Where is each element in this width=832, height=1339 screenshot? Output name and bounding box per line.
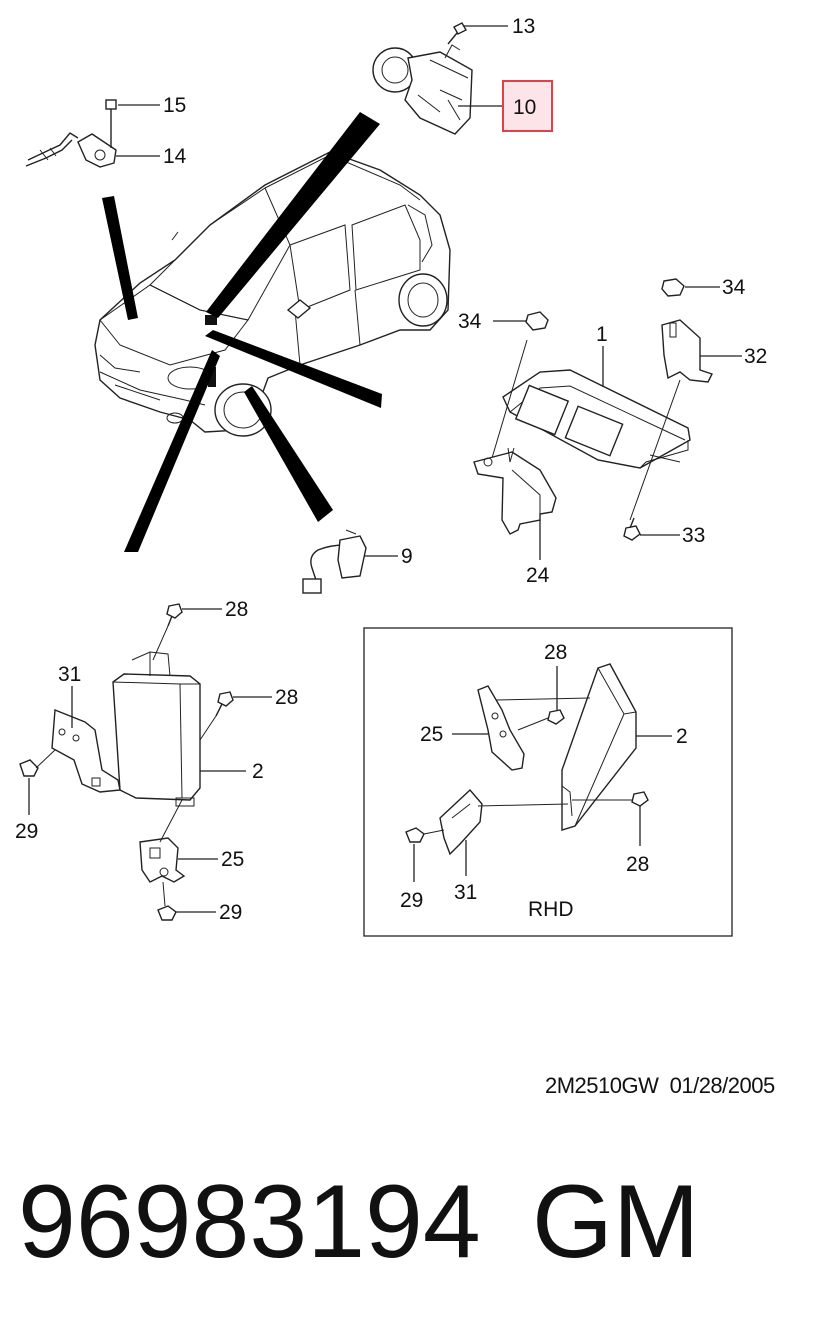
callout-31-lhd: 31 [58, 663, 81, 686]
callout-2-lhd: 2 [252, 760, 264, 783]
brand-label: GM [532, 1164, 700, 1280]
pointer-wedge-switch [244, 386, 333, 522]
pointer-wedge-module [124, 350, 220, 552]
callout-29-rhd: 29 [400, 889, 423, 912]
pointer-wedge-ecm [205, 330, 382, 408]
callout-29-lhd-bottom: 29 [219, 901, 242, 924]
callout-29-lhd-left: 29 [15, 820, 38, 843]
callout-28-rhd-right: 28 [626, 853, 649, 876]
callout-10: 10 [513, 96, 536, 119]
callout-28-rhd-top: 28 [544, 641, 567, 664]
callout-32: 32 [744, 345, 767, 368]
part-31-bracket-lhd-drawing [51, 708, 121, 793]
part-29-nut-rhd-drawing [405, 827, 425, 843]
car-illustration [94, 151, 451, 437]
part-2-module-rhd-drawing [561, 663, 637, 831]
part-28-screw-side-drawing [215, 691, 234, 717]
part-28-screw-rhd-right-drawing [631, 791, 649, 807]
pointer-wedge-coil [206, 112, 380, 318]
part-29-nut-bottom-drawing [157, 905, 177, 921]
part-31-bracket-rhd-drawing [439, 788, 483, 856]
part-9-switch-drawing [302, 529, 367, 594]
part-33-screw-drawing [623, 517, 641, 541]
part-1-ecm-drawing [502, 369, 691, 469]
part-10-coil-drawing [372, 44, 473, 135]
callout-28-b: 28 [275, 686, 298, 709]
part-14-sensor-drawing [25, 132, 117, 168]
callout-15: 15 [163, 94, 186, 117]
part-28-screw-top-drawing [166, 603, 183, 627]
part-29-nut-left-drawing [19, 759, 39, 777]
callout-14: 14 [163, 145, 187, 168]
part-25-bracket-lhd-drawing [139, 837, 186, 883]
part-34-nut-left-drawing [525, 311, 549, 331]
callout-31-rhd: 31 [454, 881, 477, 904]
callout-25-rhd: 25 [420, 723, 443, 746]
part-24-bracket-drawing [473, 447, 557, 535]
part-25-bracket-rhd-drawing [477, 685, 525, 771]
callout-33: 33 [682, 524, 705, 547]
callout-9: 9 [401, 545, 413, 568]
part-15-bolt-drawing [105, 99, 117, 148]
callout-1: 1 [596, 323, 608, 346]
callout-28-a: 28 [225, 598, 248, 621]
part-34-nut-right-drawing [661, 278, 685, 297]
rhd-label: RHD [528, 898, 574, 921]
drawing-reference-code: 2M2510GW 01/28/2005 [545, 1073, 775, 1098]
highlight-box-10 [502, 80, 553, 132]
part-2-module-lhd-drawing [112, 651, 201, 807]
part-13-screw-drawing [447, 22, 467, 45]
callout-25-lhd: 25 [221, 848, 244, 871]
callout-2-rhd: 2 [676, 725, 688, 748]
callout-24: 24 [526, 564, 550, 587]
part-number: 96983194 [18, 1164, 481, 1280]
part-32-bracket-drawing [661, 319, 713, 383]
callout-34-right: 34 [722, 276, 746, 299]
pointer-wedge-sensor [102, 196, 138, 320]
rhd-inset-box [363, 627, 733, 937]
part-28-screw-rhd-top-drawing [547, 709, 565, 725]
callout-13: 13 [512, 15, 535, 38]
callout-34-left: 34 [458, 310, 482, 333]
